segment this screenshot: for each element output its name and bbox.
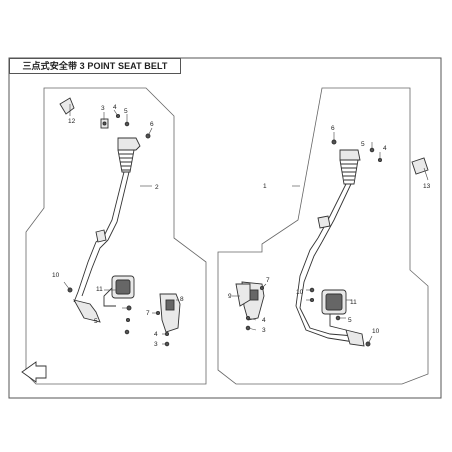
callout-9: 9 — [228, 293, 232, 300]
callout-4-right: 4 — [262, 317, 266, 324]
left-group-outline — [25, 87, 207, 385]
callout-5-right-top: 5 — [361, 141, 365, 148]
bracket-9 — [235, 283, 251, 307]
callout-3-left: 3 — [154, 341, 158, 348]
callout-4-left-top: 4 — [113, 104, 117, 111]
left-lap-anchor — [73, 299, 101, 323]
left-retractor-webbing — [103, 287, 116, 307]
drawing-border — [8, 57, 442, 399]
trim-cover-12 — [59, 97, 75, 115]
left-buckle-head — [165, 299, 175, 311]
right-d-ring — [339, 149, 361, 161]
callout-8: 8 — [180, 296, 184, 303]
left-buckle — [159, 293, 181, 333]
right-webbing-upper — [317, 183, 347, 239]
callout-7-right: 7 — [266, 277, 270, 284]
right-buckle-head — [249, 289, 259, 301]
left-upper-anchor-hole — [102, 121, 107, 126]
right-lap-webbing-2 — [299, 241, 355, 337]
front-direction-arrow-icon — [21, 361, 47, 383]
callout-4-right-top: 4 — [383, 145, 387, 152]
callout-6-left: 6 — [150, 121, 154, 128]
trim-cover-13 — [411, 157, 429, 175]
right-retractor-webbing — [329, 314, 347, 331]
right-webbing-upper-2 — [321, 183, 352, 243]
diagram-title: 三点式安全带 3 POINT SEAT BELT — [22, 61, 168, 71]
callout-2: 2 — [155, 184, 159, 191]
callout-6-right: 6 — [331, 125, 335, 132]
left-washer-4 — [125, 317, 131, 323]
callout-labels: 12 3 4 5 6 2 10 11 5 7 8 4 3 1 6 5 4 13 … — [52, 104, 431, 348]
left-lap-webbing-2 — [81, 239, 109, 297]
callout-12: 12 — [68, 118, 76, 125]
callout-13: 13 — [423, 183, 431, 190]
callout-5-left-top: 5 — [124, 108, 128, 115]
callout-10-left: 10 — [52, 272, 60, 279]
left-bolt-3 — [124, 329, 130, 335]
callout-7-left: 7 — [146, 310, 150, 317]
callout-3-left-top: 3 — [101, 105, 105, 112]
callout-5-right: 5 — [348, 317, 352, 324]
left-webbing-upper — [103, 171, 125, 237]
left-retractor-reel — [115, 279, 131, 295]
right-retractor-reel — [325, 293, 343, 311]
callout-4-left: 4 — [154, 331, 158, 338]
left-d-ring — [117, 137, 141, 151]
right-lap-webbing — [295, 237, 355, 343]
callout-3-right: 3 — [262, 327, 266, 334]
callout-5-left: 5 — [94, 318, 98, 325]
right-group-outline — [217, 87, 429, 385]
callout-10-right: 10 — [372, 328, 380, 335]
left-tongue-plate — [95, 229, 107, 243]
callout-10-right-top: 10 — [296, 289, 304, 296]
left-guide-housing — [117, 149, 135, 173]
right-lap-anchor — [345, 329, 365, 347]
leader-lines — [63, 104, 429, 345]
callout-11-left: 11 — [96, 286, 103, 293]
right-guide-housing — [339, 159, 359, 185]
left-webbing-upper-2 — [107, 171, 130, 241]
right-tongue-plate — [317, 215, 331, 229]
left-webbing-guide — [119, 149, 133, 171]
right-webbing-guide — [341, 159, 357, 181]
left-seat-belt-assembly — [67, 113, 181, 347]
callout-1: 1 — [263, 183, 267, 190]
callout-11-right: 11 — [350, 299, 357, 306]
